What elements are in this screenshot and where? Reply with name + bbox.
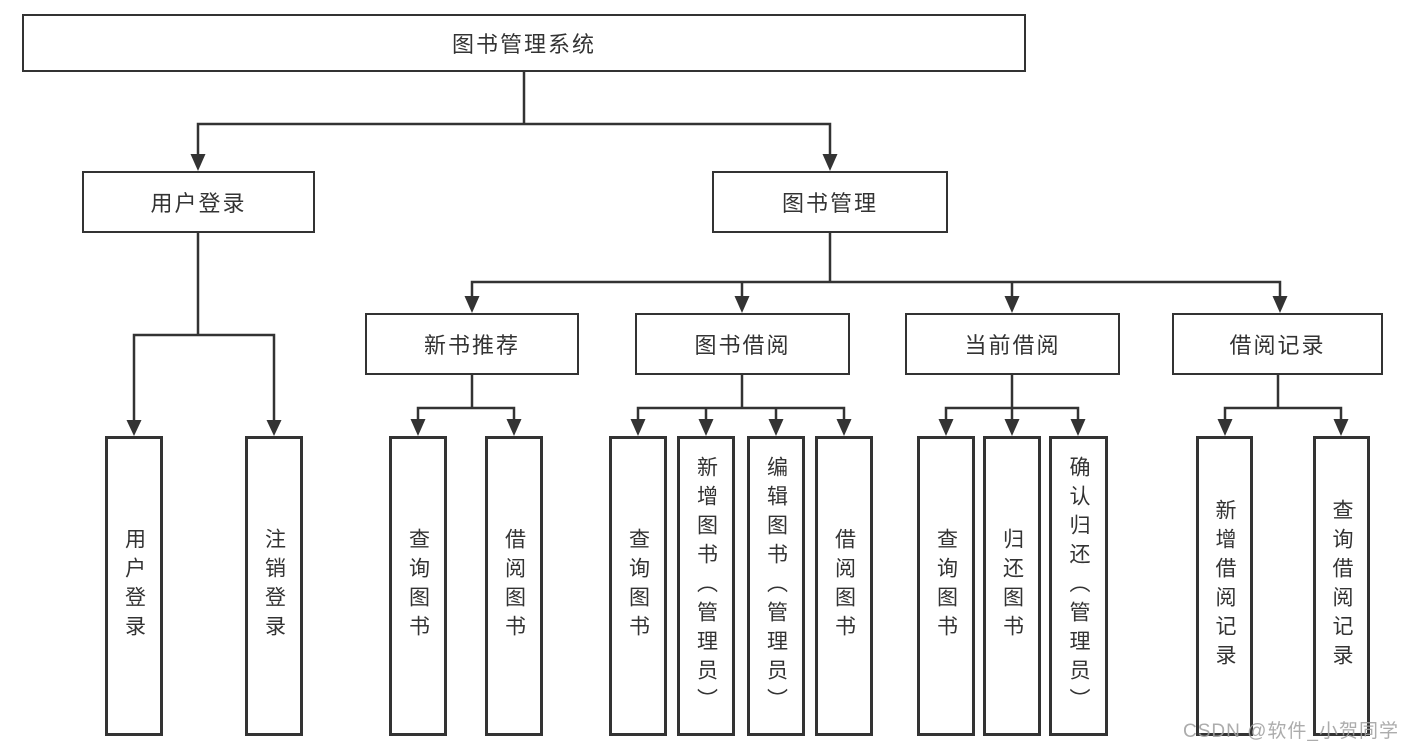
node-new-book-recommend: 新书推荐 [365, 313, 579, 375]
connector-bookmgmt-to-level3 [464, 231, 1288, 313]
node-current-borrowing: 当前借阅 [905, 313, 1120, 375]
leaf-cb-confirm-return-admin: 确认归还（管理员） [1049, 436, 1108, 736]
leaf-br-add-record: 新增借阅记录 [1196, 436, 1253, 736]
leaf-rec-query-books: 查询图书 [389, 436, 447, 736]
node-user-login: 用户登录 [82, 171, 315, 233]
connector-currentborrow-to-leaves [938, 373, 1086, 436]
node-book-borrowing: 图书借阅 [635, 313, 850, 375]
leaf-cb-return-books: 归还图书 [983, 436, 1041, 736]
leaf-bb-edit-books-admin: 编辑图书（管理员） [747, 436, 805, 736]
leaf-logout: 注销登录 [245, 436, 303, 736]
csdn-watermark: CSDN @软件_小贺同学 [1183, 721, 1399, 742]
leaf-rec-borrow-books: 借阅图书 [485, 436, 543, 736]
leaf-bb-add-books-admin: 新增图书（管理员） [677, 436, 735, 736]
node-library-management-system: 图书管理系统 [22, 14, 1026, 72]
node-book-management: 图书管理 [712, 171, 948, 233]
connector-bookborrow-to-leaves [630, 373, 852, 436]
leaf-cb-query-books: 查询图书 [917, 436, 975, 736]
connector-borrowrecords-to-leaves [1217, 373, 1349, 436]
leaf-user-login: 用户登录 [105, 436, 163, 736]
connector-userlogin-to-leaves [126, 231, 282, 436]
leaf-bb-borrow-books: 借阅图书 [815, 436, 873, 736]
connector-root-to-level2 [190, 72, 838, 171]
connector-newbookrec-to-leaves [410, 373, 522, 436]
leaf-br-query-record: 查询借阅记录 [1313, 436, 1370, 736]
leaf-bb-query-books: 查询图书 [609, 436, 667, 736]
node-borrowing-records: 借阅记录 [1172, 313, 1383, 375]
